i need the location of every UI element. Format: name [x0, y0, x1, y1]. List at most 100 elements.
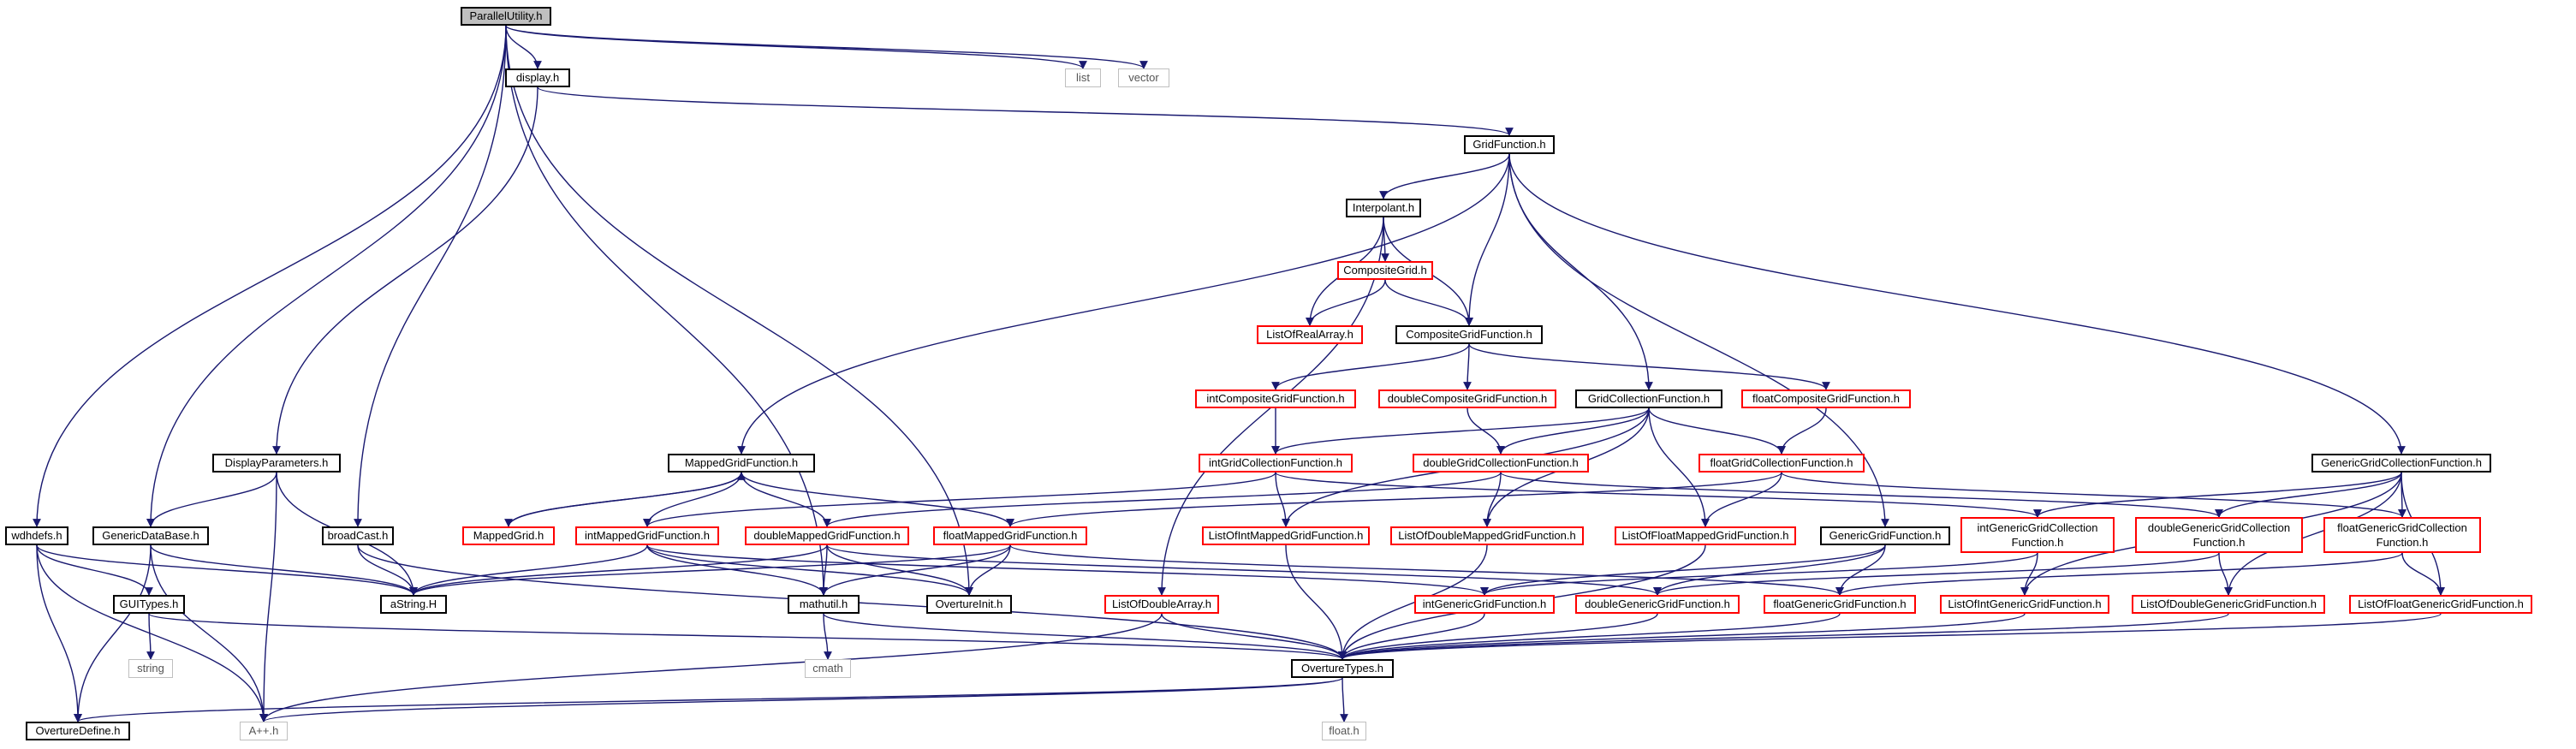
edge-pu-to-vector — [505, 25, 1148, 69]
node-broadcast[interactable]: broadCast.h — [322, 526, 394, 545]
node-app[interactable]: A++.h — [240, 722, 288, 740]
edge-lodggf-to-ot — [1338, 613, 2229, 660]
node-mapped-grid-function[interactable]: MappedGridFunction.h — [668, 454, 815, 473]
edge-cg-to-cgf — [1384, 279, 1473, 326]
edge-iggcf-to-iggf — [1480, 552, 2038, 596]
node-list-of-double-mapped-grid-function[interactable]: ListOfDoubleMappedGridFunction.h — [1390, 526, 1584, 545]
edge-dggcf-to-dggf — [1653, 552, 2220, 596]
node-float-generic-grid-function[interactable]: floatGenericGridFunction.h — [1764, 595, 1916, 614]
edge-fggcf-to-fggf — [1835, 552, 2403, 596]
edge-pu-to-mathutil — [505, 25, 828, 596]
node-overture-init[interactable]: OvertureInit.h — [926, 595, 1012, 614]
node-int-grid-collection-function[interactable]: intGridCollectionFunction.h — [1199, 454, 1353, 473]
node-string[interactable]: string — [128, 659, 173, 678]
node-int-generic-grid-function[interactable]: intGenericGridFunction.h — [1414, 595, 1555, 614]
edge-fmgf-to-oinit — [965, 544, 1011, 596]
edge-pu-to-gdb — [146, 25, 507, 527]
node-int-mapped-grid-function[interactable]: intMappedGridFunction.h — [575, 526, 719, 545]
node-overture-types[interactable]: OvertureTypes.h — [1291, 659, 1394, 678]
edge-wdh-to-gui — [36, 544, 153, 596]
edge-ggcf-to-iggcf — [2033, 472, 2402, 518]
edge-lofggf-to-ot — [1338, 613, 2442, 660]
node-list-of-int-mapped-grid-function[interactable]: ListOfIntMappedGridFunction.h — [1202, 526, 1370, 545]
edge-gdb-to-astr — [150, 544, 418, 596]
edge-wdh-to-app — [36, 544, 268, 722]
edge-dgcf-to-dggcf — [1500, 472, 2223, 518]
edge-fgcf-to-lofmgf — [1701, 472, 1782, 527]
node-double-generic-grid-function[interactable]: doubleGenericGridFunction.h — [1575, 595, 1740, 614]
node-float-mapped-grid-function[interactable]: floatMappedGridFunction.h — [933, 526, 1087, 545]
edge-ggcf-to-lodggf — [2224, 472, 2402, 596]
edge-mg-to-mgf — [508, 472, 746, 527]
node-composite-grid[interactable]: CompositeGrid.h — [1337, 261, 1433, 280]
node-gui-types[interactable]: GUITypes.h — [113, 595, 185, 614]
edge-gf-to-gcf — [1508, 153, 1653, 390]
node-float-composite-grid-function[interactable]: floatCompositeGridFunction.h — [1741, 389, 1911, 408]
node-display[interactable]: display.h — [505, 68, 570, 87]
node-list-of-float-generic-grid-function[interactable]: ListOfFloatGenericGridFunction.h — [2349, 595, 2532, 614]
node-list-of-double-generic-grid-function[interactable]: ListOfDoubleGenericGridFunction.h — [2132, 595, 2325, 614]
edge-ggf-to-iggf — [1480, 544, 1886, 596]
node-composite-grid-function[interactable]: CompositeGridFunction.h — [1395, 325, 1543, 344]
node-mathutil[interactable]: mathutil.h — [788, 595, 860, 614]
node-float-h[interactable]: float.h — [1322, 722, 1366, 740]
node-int-composite-grid-function[interactable]: intCompositeGridFunction.h — [1195, 389, 1356, 408]
node-list-of-float-mapped-grid-function[interactable]: ListOfFloatMappedGridFunction.h — [1615, 526, 1796, 545]
edge-bc-to-astr — [357, 544, 418, 596]
edge-display-to-gf — [537, 86, 1514, 136]
node-interpolant[interactable]: Interpolant.h — [1346, 199, 1421, 217]
edge-ggf-to-dggf — [1653, 544, 1886, 596]
edge-gui-to-string — [146, 613, 155, 660]
edge-fgcf-to-fmgf — [1006, 472, 1782, 527]
node-grid-collection-function[interactable]: GridCollectionFunction.h — [1575, 389, 1722, 408]
edge-fgcf-to-fggcf — [1781, 472, 2406, 518]
node-cmath[interactable]: cmath — [805, 659, 851, 678]
node-parallel-utility[interactable]: ParallelUtility.h — [461, 7, 551, 26]
edge-cgf-to-fcgf — [1468, 343, 1830, 390]
node-double-composite-grid-function[interactable]: doubleCompositeGridFunction.h — [1378, 389, 1556, 408]
node-double-grid-collection-function[interactable]: doubleGridCollectionFunction.h — [1413, 454, 1589, 473]
edge-dmgf-to-dggf — [826, 544, 1662, 596]
node-overture-define[interactable]: OvertureDefine.h — [26, 722, 130, 740]
node-float-generic-grid-collection-function[interactable]: floatGenericGridCollection Function.h — [2323, 517, 2481, 553]
edge-gdb-to-app — [150, 544, 268, 722]
edge-dmgf-to-mathutil — [819, 544, 828, 596]
edge-igcf-to-iggcf — [1275, 472, 2042, 518]
node-double-generic-grid-collection-function[interactable]: doubleGenericGridCollection Function.h — [2135, 517, 2303, 553]
node-list-of-int-generic-grid-function[interactable]: ListOfIntGenericGridFunction.h — [1940, 595, 2109, 614]
node-float-grid-collection-function[interactable]: floatGridCollectionFunction.h — [1698, 454, 1865, 473]
edge-gcf-to-lofmgf — [1648, 407, 1710, 527]
node-display-parameters[interactable]: DisplayParameters.h — [212, 454, 341, 473]
edge-fcgf-to-fgcf — [1777, 407, 1827, 455]
node-generic-grid-function[interactable]: GenericGridFunction.h — [1820, 526, 1950, 545]
edge-fmgf-to-astr — [409, 544, 1011, 596]
edge-wdh-to-od — [36, 544, 82, 722]
node-list-of-real-array[interactable]: ListOfRealArray.h — [1257, 325, 1363, 344]
edge-imgf-to-iggf — [646, 544, 1489, 596]
node-astring[interactable]: aString.H — [380, 595, 447, 614]
node-double-mapped-grid-function[interactable]: doubleMappedGridFunction.h — [745, 526, 909, 545]
node-wdhdefs[interactable]: wdhdefs.h — [5, 526, 68, 545]
edge-dp-to-gdb — [146, 472, 277, 527]
node-generic-database[interactable]: GenericDataBase.h — [92, 526, 209, 545]
edge-loda-to-app — [259, 613, 1163, 722]
node-list-of-double-array[interactable]: ListOfDoubleArray.h — [1104, 595, 1219, 614]
edge-gcf-to-fgcf — [1648, 407, 1786, 455]
node-int-generic-grid-collection-function[interactable]: intGenericGridCollection Function.h — [1960, 517, 2115, 553]
node-generic-grid-collection-function[interactable]: GenericGridCollectionFunction.h — [2311, 454, 2491, 473]
edge-dggcf-to-lodggf — [2218, 552, 2233, 596]
edge-pu-to-list — [505, 25, 1087, 69]
edge-iggcf-to-loiggf — [2020, 552, 2038, 596]
node-list[interactable]: list — [1065, 68, 1101, 87]
node-vector[interactable]: vector — [1118, 68, 1169, 87]
edge-gcf-to-dgcf — [1496, 407, 1650, 455]
node-mapped-grid[interactable]: MappedGrid.h — [462, 526, 555, 545]
edge-pu-to-display — [505, 25, 542, 69]
edge-dgcf-to-dmgf — [823, 472, 1502, 527]
edge-fmgf-to-mathutil — [819, 544, 1011, 596]
node-grid-function[interactable]: GridFunction.h — [1464, 135, 1555, 154]
edge-dp-to-app — [259, 472, 277, 722]
edge-display-to-dp — [272, 86, 538, 455]
edge-gf-to-interp — [1379, 153, 1510, 199]
